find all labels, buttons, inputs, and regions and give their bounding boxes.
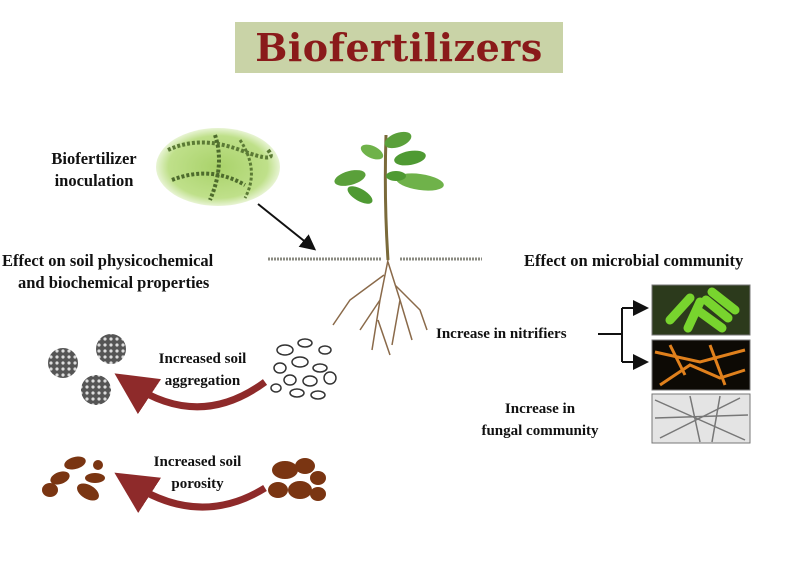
- inoculation-arrow: [257, 203, 317, 251]
- fungal-line-1: Increase in: [504, 401, 576, 417]
- fungal-line-2: fungal community: [481, 423, 599, 439]
- porosity-line-2: porosity: [171, 476, 224, 492]
- porosity-arc-arrow: [114, 472, 267, 514]
- aggregation-arc-arrow: [114, 373, 268, 415]
- bacteria-micrograph: [651, 284, 751, 336]
- fungal-label: Increase in fungal community: [465, 398, 615, 442]
- aggregation-line-2: aggregation: [164, 373, 241, 389]
- aggregation-label: Increased soil aggregation: [140, 348, 265, 392]
- nitrifiers-label: Increase in nitrifiers: [436, 326, 567, 342]
- loose-soil-particles: [270, 338, 337, 400]
- porous-soil-particles: [42, 456, 105, 501]
- inoculation-line-2: inoculation: [54, 171, 134, 190]
- porosity-label: Increased soil porosity: [135, 451, 260, 495]
- actinomycetes-micrograph: [651, 339, 751, 391]
- microbial-effect-label: Effect on microbial community: [524, 251, 744, 270]
- soil-effect-line-2: and biochemical properties: [18, 273, 210, 292]
- title-banner: Biofertilizers: [235, 22, 563, 73]
- soil-aggregates: [48, 334, 126, 405]
- inoculation-label: Biofertilizer inoculation: [34, 148, 154, 192]
- nitrifier-bracket-arrows: [598, 300, 649, 370]
- fungal-hyphae-micrograph: [651, 393, 751, 444]
- cyanobacteria-micrograph: [156, 128, 280, 206]
- soil-effect-label: Effect on soil physicochemical and bioch…: [2, 250, 213, 294]
- inoculation-line-1: Biofertilizer: [51, 149, 137, 168]
- soil-effect-line-1: Effect on soil physicochemical: [2, 251, 214, 270]
- plant-icon: [332, 131, 444, 356]
- diagram-title: Biofertilizers: [255, 25, 543, 70]
- compact-soil-particles: [268, 458, 326, 501]
- porosity-line-1: Increased soil: [153, 454, 242, 470]
- aggregation-line-1: Increased soil: [158, 351, 247, 367]
